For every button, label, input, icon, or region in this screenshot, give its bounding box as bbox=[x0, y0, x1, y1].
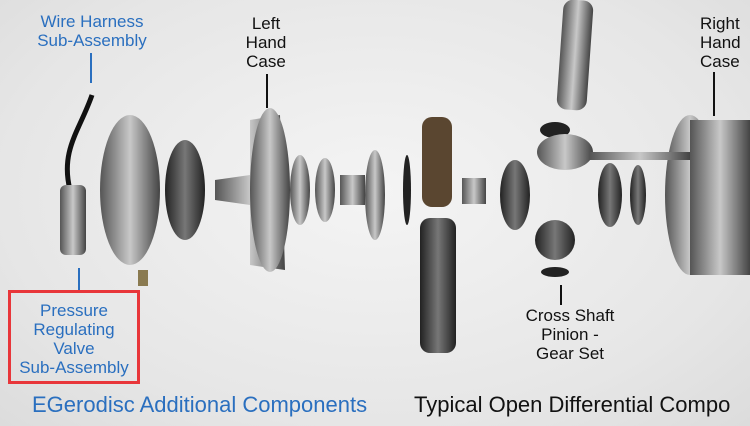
label-line: Sub-Assembly bbox=[19, 358, 129, 377]
leader-line bbox=[90, 53, 92, 83]
label-line: Cross Shaft bbox=[525, 306, 615, 325]
leader-line bbox=[713, 72, 715, 116]
label-line: Sub-Assembly bbox=[37, 31, 147, 50]
right-case-label: Right Hand Case bbox=[700, 14, 750, 71]
label-line: Wire Harness bbox=[40, 12, 144, 31]
label-line: Hand bbox=[700, 33, 741, 52]
egerodisc-caption: EGerodisc Additional Components bbox=[32, 392, 368, 417]
label-line: Right bbox=[700, 14, 740, 33]
label-line: Case bbox=[700, 52, 740, 71]
pressure-valve bbox=[60, 185, 86, 255]
left-case-label: Left Hand Case bbox=[226, 14, 306, 71]
cross-shaft-label: Cross Shaft Pinion - Gear Set bbox=[505, 306, 635, 363]
leader-line bbox=[78, 268, 80, 290]
label-line: Gear Set bbox=[535, 344, 605, 363]
label-line: Regulating bbox=[33, 320, 115, 339]
label-line: Case bbox=[246, 52, 286, 71]
leader-line bbox=[560, 285, 562, 305]
label-line: Left bbox=[251, 14, 281, 33]
wire-harness bbox=[64, 94, 95, 191]
label-line: Pressure bbox=[39, 301, 109, 320]
label-line: Pinion - bbox=[541, 325, 599, 344]
leader-line bbox=[266, 74, 268, 108]
label-line: Valve bbox=[53, 339, 95, 358]
label-line: Hand bbox=[245, 33, 287, 52]
pressure-valve-label-highlight: Pressure Regulating Valve Sub-Assembly bbox=[8, 290, 140, 384]
typical-caption: Typical Open Differential Compo bbox=[414, 392, 731, 417]
wire-harness-label: Wire Harness Sub-Assembly bbox=[22, 12, 162, 50]
